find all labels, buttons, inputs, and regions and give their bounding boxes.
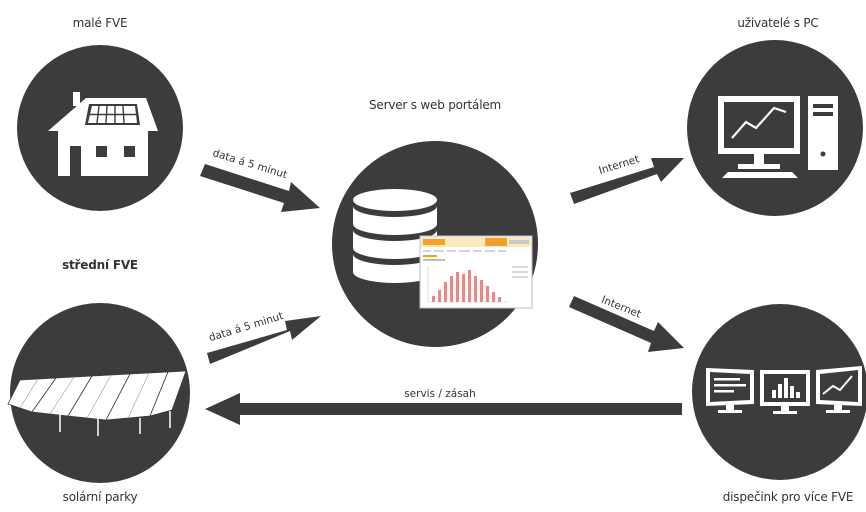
pc-monitor-icon [718,96,800,169]
monitor-graph-icon [816,366,862,413]
web-portal-screenshot [419,235,533,309]
node-label-solar-parks: solární parky [62,490,138,504]
arrow-label-parks-to-server: data á 5 minut [207,310,284,344]
arrow-parks-to-server: data á 5 minut [207,310,321,364]
arrow-small-to-server: data á 5 minut [200,147,320,212]
keyboard-icon [722,172,798,178]
node-label-small-pv: malé FVE [72,16,128,30]
dispatch-monitors-icon [706,366,862,414]
monitor-bars-icon [760,370,810,414]
arrow-server-to-dispatch: Internet [569,294,684,352]
node-label-server: Server s web portálem [368,98,502,112]
arrow-server-to-pc: Internet [570,153,684,204]
arrow-dispatch-to-parks: servis / zásah [205,388,682,425]
solar-park-icon [7,370,187,436]
pc-tower-icon [808,96,838,170]
node-label-pc-users: uživatelé s PC [737,16,819,30]
node-label-dispatch: dispečink pro více FVE [722,490,854,504]
monitor-text-icon [706,368,754,413]
roof-solar-panel-icon [85,104,140,125]
database-icon [353,189,437,283]
node-label-medium-pv: střední FVE [62,258,138,272]
arrow-label-dispatch-to-parks: servis / zásah [404,388,476,400]
house-icon [48,92,158,176]
